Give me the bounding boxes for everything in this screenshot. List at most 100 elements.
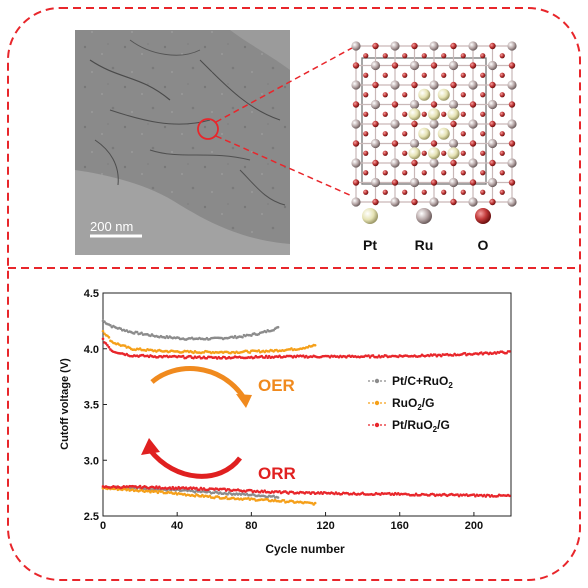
o-atom [499,72,505,78]
ru-atom [390,80,400,90]
data-point [241,335,244,339]
ru-atom [370,138,381,149]
pt-atom [447,147,460,160]
o-atom [363,189,369,195]
o-atom [363,111,369,117]
o-atom [382,150,388,156]
o-atom [460,150,466,156]
data-point [226,493,229,496]
pt-atom [408,108,421,121]
ru-atom [429,197,439,207]
data-point [263,489,267,492]
o-atom [489,159,496,167]
data-point [276,496,280,499]
x-tick-label: 80 [245,520,257,532]
o-atom [402,111,408,117]
pt-atom [437,88,450,101]
x-tick-label: 200 [465,520,483,532]
zoom-circle [197,118,219,140]
o-atom [411,120,418,128]
o-atom [382,189,388,195]
o-atom [450,159,457,167]
ru-atom [429,119,439,129]
o-atom [441,53,447,59]
o-atom [411,159,418,167]
legend-marker [374,400,380,406]
ru-atom-swatch [416,208,432,224]
o-atom [363,150,369,156]
o-atom [402,92,408,98]
o-atom [480,131,486,137]
ru-atom [370,99,381,110]
o-atom [441,170,447,176]
o-atom [441,72,447,78]
zoom-line-top [215,47,353,123]
o-atom-swatch [475,208,491,224]
ru-atom [390,41,400,51]
o-atom [480,92,486,98]
ru-atom [468,41,478,51]
data-point [313,501,317,505]
pt-atom [428,147,440,160]
data-point [224,495,228,499]
ru-atom [448,60,459,71]
ru-atom [351,158,361,168]
data-point [223,487,226,491]
y-tick-label: 4.0 [84,344,99,356]
o-atom [372,42,379,50]
o-atom [352,101,360,108]
legend-marker [374,378,380,384]
data-point [439,354,443,358]
o-atom [480,189,486,195]
o-atom [480,150,486,156]
atom-legend: Pt Ru O [362,208,491,253]
o-atom [391,62,399,69]
ru-atom [487,138,498,149]
x-axis-label: Cycle number [265,542,345,556]
o-atom [352,62,360,69]
o-atom [480,111,486,117]
o-atom [460,92,466,98]
pt-atom [418,127,431,140]
o-atom [411,42,418,50]
data-point [193,495,197,498]
o-atom [411,198,418,206]
o-atom [499,150,505,156]
oer-arrow-head [236,394,252,408]
ru-atom [448,138,459,149]
o-atom [489,198,496,206]
o-atom [382,92,388,98]
o-atom [450,81,457,89]
data-point [198,488,201,492]
o-atom [352,140,360,147]
series-2 [101,337,511,498]
o-atom [382,72,388,78]
x-tick-label: 0 [100,520,106,532]
ru-atom [487,177,498,188]
data-point [198,355,201,358]
x-tick-label: 40 [171,520,183,532]
y-tick-label: 3.5 [84,400,99,412]
y-tick-label: 2.5 [84,511,99,523]
o-atom [363,72,369,78]
o-atom [508,179,516,186]
ru-label: Ru [415,237,434,253]
o-atom [469,140,477,147]
o-atom [391,140,399,147]
legend-label: RuO2/G [392,396,434,412]
o-atom [499,189,505,195]
ru-atom [390,158,400,168]
o-label: O [478,237,489,253]
o-atom [499,53,505,59]
o-atom [499,131,505,137]
ru-atom [370,60,381,71]
plot-frame [102,292,512,517]
data-point [264,354,268,358]
o-atom [441,150,447,156]
oer-label: OER [258,376,295,395]
o-atom [372,159,379,167]
o-atom [469,62,477,69]
o-atom [489,120,496,128]
o-atom [402,189,408,195]
